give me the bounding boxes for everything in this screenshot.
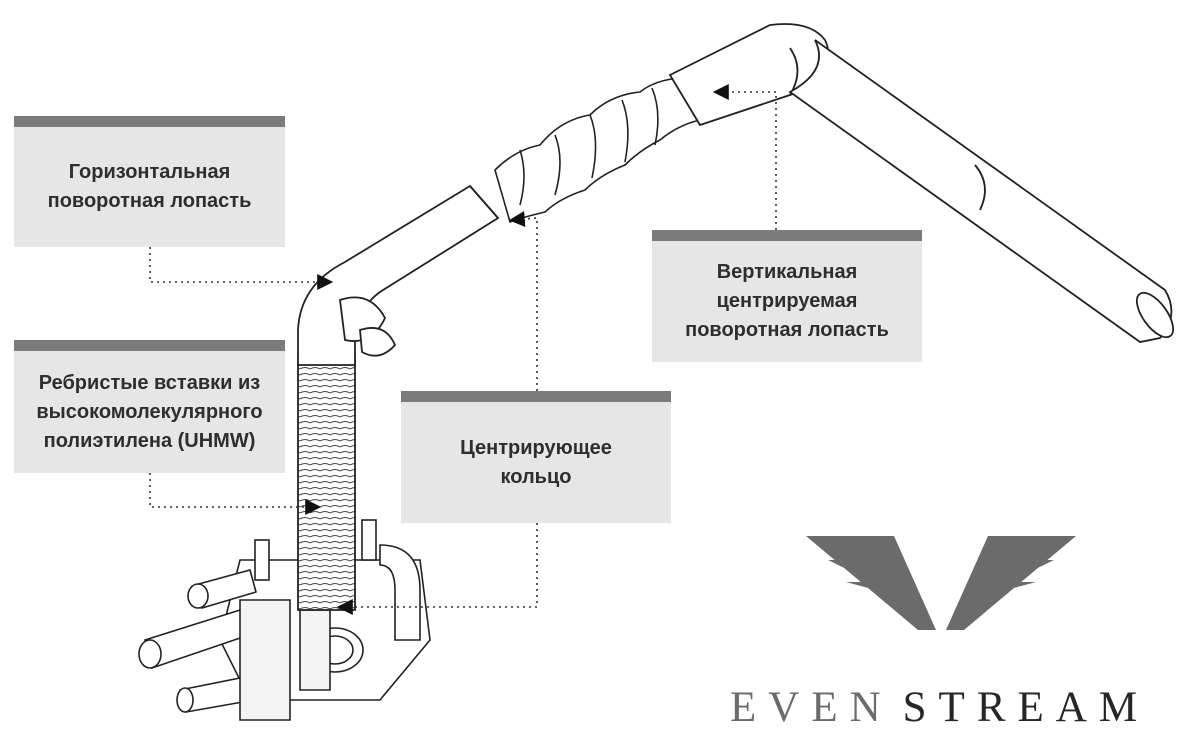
ribbed-column	[297, 359, 356, 611]
callout-line: центрируемая	[716, 290, 858, 312]
callout-line: Горизонтальная	[68, 161, 231, 183]
callout-line: Ребристые вставки из	[38, 371, 261, 394]
callout-line: Центрирующее	[460, 436, 612, 459]
callout-horizontal-rotating-blade: Горизонтальная поворотная лопасть	[14, 116, 285, 247]
leader-ring-top	[508, 211, 538, 391]
callout-uhmw-ribbed-inserts: Ребристые вставки из высокомолекулярного…	[14, 340, 285, 473]
callout-line: кольцо	[500, 465, 572, 488]
callout-line: поворотная лопасть	[685, 319, 889, 341]
leader-ribs	[149, 473, 322, 515]
boom-pipe	[297, 184, 500, 366]
callout-centering-ring: Центрирующее кольцо	[401, 391, 671, 523]
callout-vertical-centered-blade: Вертикальная центрируемая поворотная лоп…	[652, 230, 922, 362]
leader-lines	[149, 84, 777, 615]
leader-ring-bottom	[336, 523, 538, 615]
callout-line: поворотная лопасть	[47, 190, 252, 212]
callout-line: Вертикальная	[716, 261, 858, 283]
callout-line: полиэтилена (UHMW)	[43, 429, 256, 452]
outlet-pipe	[668, 23, 1175, 343]
machine-base	[138, 519, 431, 721]
brand-even: EVEN	[730, 684, 893, 731]
leader-horizontal	[149, 247, 334, 290]
corrugated-section	[494, 77, 702, 224]
callout-line: высокомолекулярного	[36, 400, 263, 423]
brand-stream: STREAM	[902, 684, 1150, 731]
leader-vertical	[712, 84, 777, 230]
evenstream-wing-logo-icon	[806, 536, 1076, 630]
